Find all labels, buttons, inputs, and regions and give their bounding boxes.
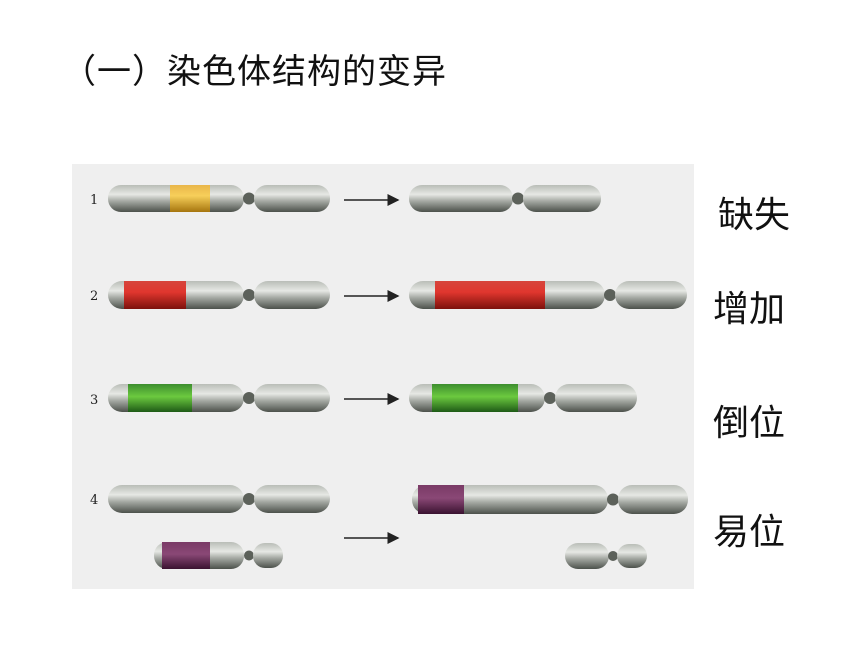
chromosome-original-2 <box>108 281 330 309</box>
label-inversion: 倒位 <box>713 403 786 444</box>
chromosome-original-3 <box>108 384 330 412</box>
label-deletion: 缺失 <box>718 195 791 236</box>
chromosome-original-4b <box>154 542 283 569</box>
row-number-3: 3 <box>90 393 98 408</box>
row-1-deletion: 1 <box>90 185 601 212</box>
diagram-canvas: 1 2 <box>90 185 688 569</box>
row-3-inversion: 3 <box>90 384 637 412</box>
row-4-translocation: 4 <box>90 485 688 569</box>
chromosome-variation-diagram: 1 2 <box>72 164 694 589</box>
chromosome-result-3 <box>409 384 637 412</box>
row-number-4: 4 <box>90 493 98 508</box>
label-duplication: 增加 <box>713 289 786 330</box>
chromosome-original-1 <box>108 185 330 212</box>
chromosome-result-2 <box>409 281 687 309</box>
row-number-2: 2 <box>90 289 98 304</box>
label-translocation: 易位 <box>713 512 786 553</box>
slide-title: （一）染色体结构的变异 <box>62 52 447 92</box>
chromosome-original-4a <box>108 485 330 513</box>
row-2-duplication: 2 <box>90 281 687 309</box>
chromosome-result-4b <box>565 543 647 569</box>
row-number-1: 1 <box>90 193 98 208</box>
chromosome-result-4a <box>412 485 688 514</box>
chromosome-result-1 <box>409 185 601 212</box>
